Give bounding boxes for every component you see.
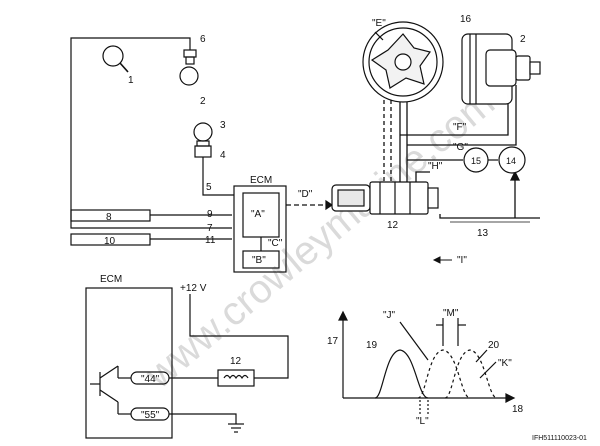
- label-16: 16: [460, 14, 472, 25]
- label-3: 3: [220, 120, 226, 131]
- oil-lines: [383, 85, 540, 223]
- pin-44: "44": [141, 374, 160, 385]
- label-2-pulley: 2: [520, 34, 526, 45]
- label-11: 11: [205, 235, 216, 246]
- label-M: "M": [443, 308, 459, 319]
- sensor-wiring: [70, 37, 234, 246]
- label-5: 5: [206, 182, 212, 193]
- oil-control-valve: [331, 181, 439, 215]
- ecm-bottom-label: ECM: [100, 274, 122, 285]
- label-E: "E": [372, 18, 386, 29]
- label-I: "I": [457, 255, 467, 266]
- label-A: "A": [251, 209, 265, 220]
- label-H: "H": [428, 161, 443, 172]
- label-12-valve: 12: [387, 220, 399, 231]
- cam-pulley: [461, 33, 541, 105]
- ecm-top-label: ECM: [250, 175, 272, 186]
- label-1: 1: [128, 75, 134, 86]
- label-B: "B": [252, 255, 266, 266]
- label-12-coil: 12: [230, 356, 242, 367]
- label-18: 18: [512, 404, 524, 415]
- ecm-circuit: [85, 287, 289, 439]
- label-19: 19: [366, 340, 378, 351]
- label-14: 14: [506, 156, 516, 166]
- arrow-I: [432, 256, 452, 264]
- vvt-rotor: [362, 21, 444, 103]
- label-15: 15: [471, 156, 481, 166]
- label-7: 7: [207, 223, 213, 234]
- label-G: "G": [453, 142, 468, 153]
- label-17: 17: [327, 336, 339, 347]
- label-2-sensor: 2: [200, 96, 206, 107]
- label-C: "C": [268, 238, 283, 249]
- label-K: "K": [498, 358, 512, 369]
- timing-graph: [338, 310, 516, 414]
- label-J: "J": [383, 310, 396, 321]
- label-9: 9: [207, 209, 213, 220]
- pin-55: "55": [141, 410, 160, 421]
- label-13: 13: [477, 228, 489, 239]
- label-L: "L": [416, 416, 429, 427]
- label-10: 10: [104, 236, 116, 247]
- label-8: 8: [106, 212, 112, 223]
- ecm-block: [233, 185, 334, 273]
- figure-code: IFH511110023-01: [532, 435, 587, 442]
- label-D: "D": [298, 189, 313, 200]
- supply-voltage: +12 V: [180, 283, 207, 294]
- label-F: "F": [453, 122, 467, 133]
- label-4: 4: [220, 150, 226, 161]
- label-6: 6: [200, 34, 206, 45]
- pump-group: [463, 146, 526, 174]
- label-20: 20: [488, 340, 500, 351]
